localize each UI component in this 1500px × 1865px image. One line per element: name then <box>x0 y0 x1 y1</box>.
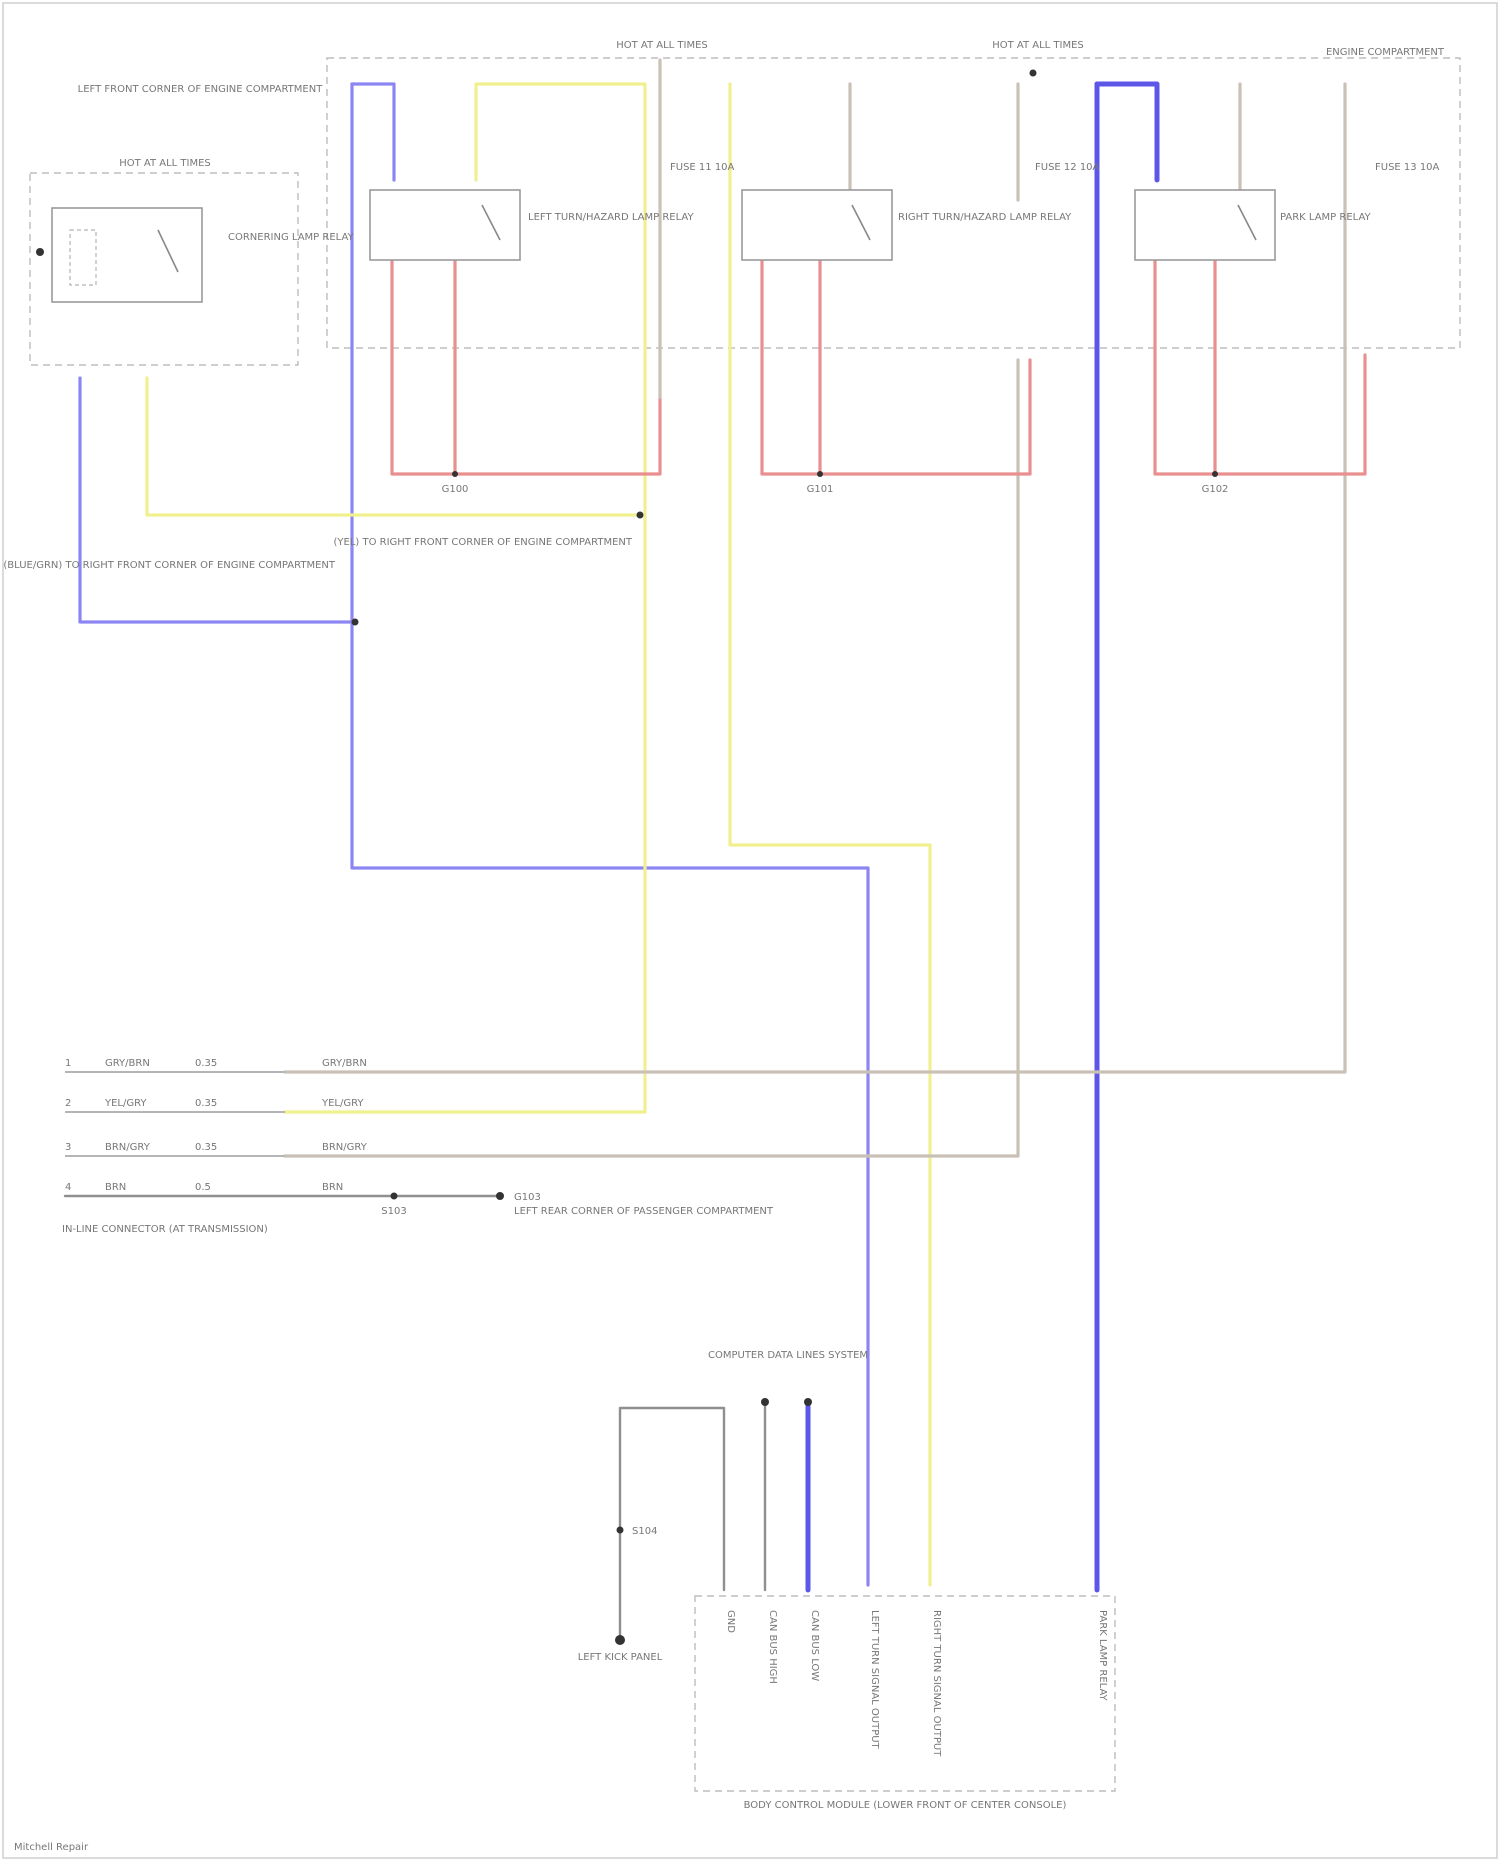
bcm-pin-2: CAN BUS HIGH <box>767 1610 778 1684</box>
connector-pin-1: 1 <box>65 1058 71 1069</box>
connector-left-3: BRN/GRY <box>105 1142 151 1153</box>
connector-mid-4: 0.5 <box>195 1182 211 1193</box>
data-dot-2 <box>804 1398 812 1406</box>
connector-pin-3: 3 <box>65 1142 71 1153</box>
data-dot-1 <box>761 1398 769 1406</box>
ground-dot-lower <box>615 1635 625 1645</box>
splice-s1-label: S103 <box>381 1206 406 1217</box>
connector-right-1: GRY/BRN <box>322 1058 367 1069</box>
hot-dot-left <box>36 248 44 256</box>
bcm-pin-5: RIGHT TURN SIGNAL OUTPUT <box>931 1610 942 1757</box>
bcm-pin-4: LEFT TURN SIGNAL OUTPUT <box>869 1610 880 1750</box>
bcm-pin-3: CAN BUS LOW <box>809 1610 820 1681</box>
svg-text:PARK LAMP RELAY: PARK LAMP RELAY <box>1280 212 1372 223</box>
ground-note: LEFT REAR CORNER OF PASSENGER COMPARTMEN… <box>514 1206 774 1217</box>
ground-label-3: G102 <box>1202 484 1229 495</box>
connector-right-2: YEL/GRY <box>321 1098 364 1109</box>
fuse-label-1: FUSE 11 10A <box>670 162 735 173</box>
splice-blue <box>352 619 359 626</box>
ground-dot-1 <box>452 471 458 477</box>
connector-right-3: BRN/GRY <box>322 1142 368 1153</box>
wire-red-1 <box>392 258 660 474</box>
hot-dot-top <box>1030 70 1037 77</box>
diagram-border <box>3 3 1497 1858</box>
svg-text:CORNERING LAMP RELAY: CORNERING LAMP RELAY <box>228 232 355 243</box>
wire-blue-left-relay <box>80 378 355 622</box>
splice-yellow <box>637 512 644 519</box>
wire-gray-3 <box>285 360 1018 1156</box>
fuse-label-3: FUSE 13 10A <box>1375 162 1440 173</box>
connector-mid-3: 0.35 <box>195 1142 217 1153</box>
svg-text:RIGHT TURN/HAZARD LAMP RELAY: RIGHT TURN/HAZARD LAMP RELAY <box>898 212 1072 223</box>
svg-text:LEFT TURN/HAZARD LAMP RELAY: LEFT TURN/HAZARD LAMP RELAY <box>528 212 694 223</box>
splice-s2-label: S104 <box>632 1526 657 1537</box>
connector-pin-2: 2 <box>65 1098 71 1109</box>
connector-left-1: GRY/BRN <box>105 1058 150 1069</box>
cornering-relay: CORNERING LAMP RELAY <box>52 208 355 302</box>
copyright: Mitchell Repair <box>14 1842 89 1853</box>
hot-label-left: HOT AT ALL TIMES <box>119 158 211 169</box>
splice-s2 <box>617 1527 624 1534</box>
wire-bcm-ground <box>620 1408 724 1640</box>
ground-dot-2 <box>817 471 823 477</box>
park-lamp-relay: PARK LAMP RELAY <box>1135 190 1372 260</box>
wire-red-3 <box>1155 258 1365 474</box>
connector-pin-4: 4 <box>65 1182 71 1193</box>
ground-label-2: G101 <box>807 484 834 495</box>
ground-label-4: G103 <box>514 1192 541 1203</box>
lower-ground-label: LEFT KICK PANEL <box>578 1652 663 1663</box>
connector-left-2: YEL/GRY <box>104 1098 147 1109</box>
connector-left-4: BRN <box>105 1182 126 1193</box>
wire-red-2 <box>762 258 1030 474</box>
bcm-boundary <box>695 1596 1115 1791</box>
ground-label-1: G100 <box>442 484 469 495</box>
ground-dot-3 <box>1212 471 1218 477</box>
wire-yellow-top <box>476 84 645 515</box>
hot-label-top-a: HOT AT ALL TIMES <box>616 40 708 51</box>
wire-yellow-down <box>285 515 645 1112</box>
wire-blue-right <box>1097 84 1157 180</box>
right-turn-relay: RIGHT TURN/HAZARD LAMP RELAY <box>742 190 1072 260</box>
connector-mid-1: 0.35 <box>195 1058 217 1069</box>
fuse-label-2: FUSE 12 10A <box>1035 162 1100 173</box>
bcm-pin-6: PARK LAMP RELAY <box>1097 1610 1108 1702</box>
bcm-pin-1: GND <box>725 1610 736 1633</box>
power-box-label: ENGINE COMPARTMENT <box>1326 47 1445 58</box>
bcm-label: BODY CONTROL MODULE (LOWER FRONT OF CENT… <box>744 1800 1067 1811</box>
left-module-label: LEFT FRONT CORNER OF ENGINE COMPARTMENT <box>78 84 324 95</box>
splice-s1 <box>391 1193 398 1200</box>
wire-blue-trunk <box>352 84 394 180</box>
connector-right-4: BRN <box>322 1182 343 1193</box>
connector-mid-2: 0.35 <box>195 1098 217 1109</box>
ground-dot-4 <box>496 1192 504 1200</box>
data-network-label: COMPUTER DATA LINES SYSTEM <box>708 1350 868 1361</box>
blue-note: (BLUE/GRN) TO RIGHT FRONT CORNER OF ENGI… <box>3 560 336 571</box>
hot-label-top-b: HOT AT ALL TIMES <box>992 40 1084 51</box>
yellow-note: (YEL) TO RIGHT FRONT CORNER OF ENGINE CO… <box>333 537 632 548</box>
connector-label: IN-LINE CONNECTOR (AT TRANSMISSION) <box>62 1224 268 1235</box>
